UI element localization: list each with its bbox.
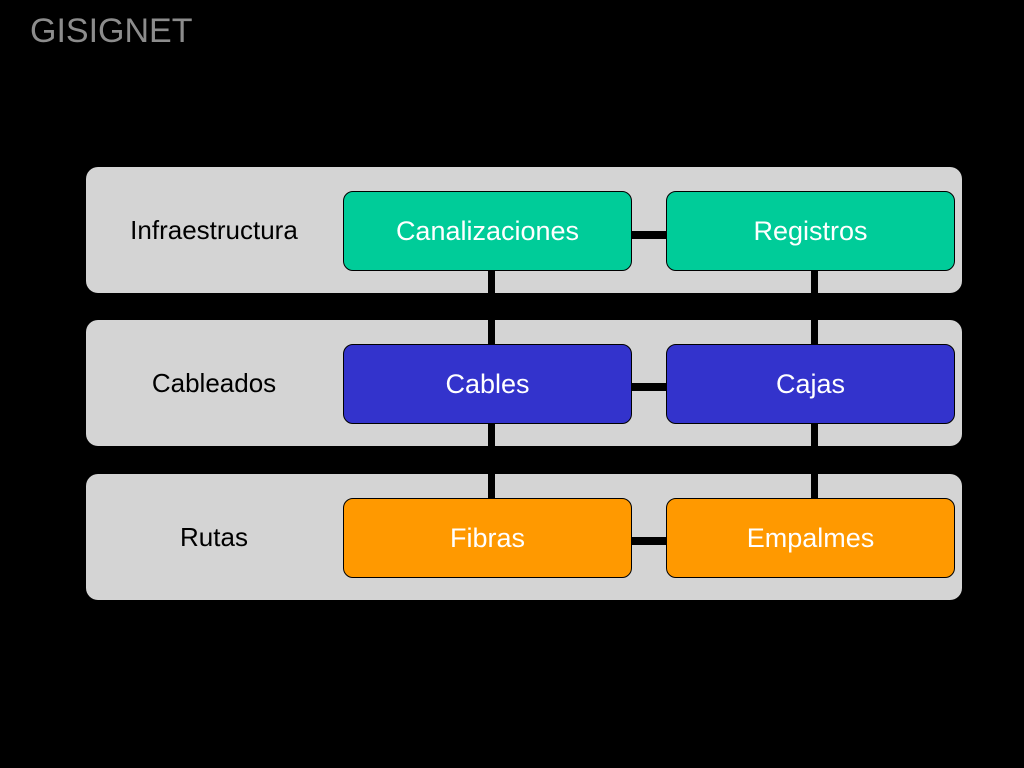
horizontal-connector-cableados [631,383,667,391]
box-registros: Registros [666,191,955,271]
box-cajas: Cajas [666,344,955,424]
box-canalizaciones: Canalizaciones [343,191,632,271]
slide-title: GISIGNET [30,12,193,50]
box-cables: Cables [343,344,632,424]
horizontal-connector-rutas [631,537,667,545]
box-fibras: Fibras [343,498,632,578]
layer-label-cableados: Cableados [151,367,277,398]
layer-label-infraestructura: Infraestructura [130,214,298,245]
layer-label-rutas: Rutas [180,521,248,552]
box-empalmes: Empalmes [666,498,955,578]
horizontal-connector-infraestructura [631,231,667,239]
